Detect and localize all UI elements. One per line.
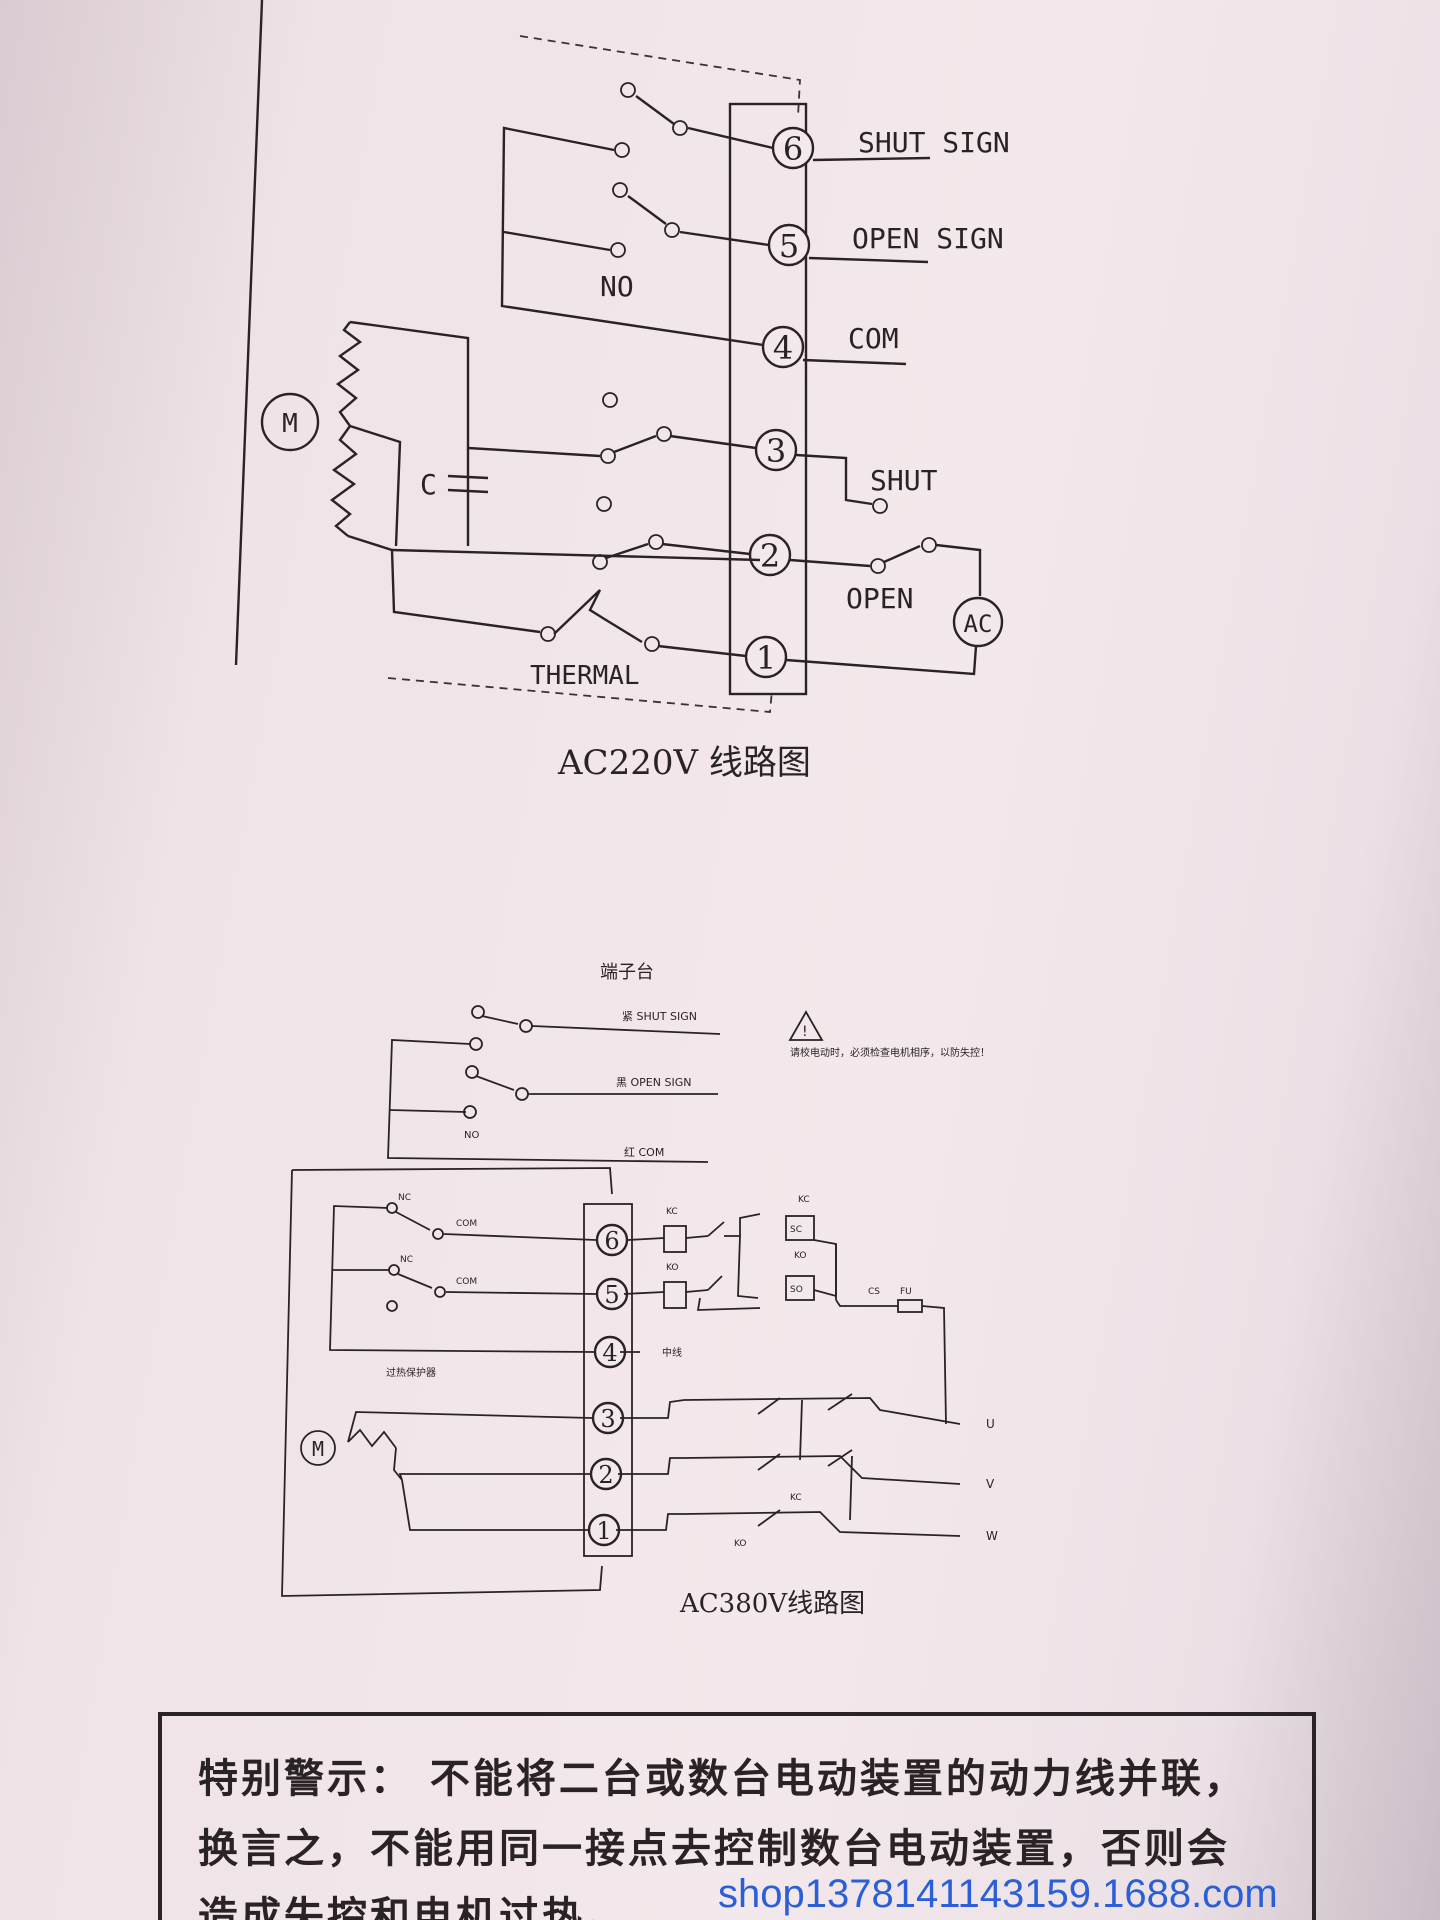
warning-line-3: 造成失控和电机过热。: [198, 1894, 628, 1920]
capacitor: C: [420, 468, 489, 501]
terminal-strip-380: [583, 1203, 633, 1557]
warning-line-2: 换言之，不能用同一接点去控制数台电动装置，否则会: [198, 1826, 1230, 1872]
phase-order-notice: ! 请校电动时，必须检查电机相序，以防失控！: [788, 1010, 990, 1059]
motor-symbol: M: [260, 392, 320, 452]
label-b-open-sign: 黑 OPEN SIGN: [616, 1076, 691, 1089]
svg-text:5: 5: [779, 227, 799, 265]
svg-text:KO: KO: [666, 1263, 679, 1273]
svg-text:3: 3: [600, 1405, 615, 1433]
svg-text:KC: KC: [666, 1207, 678, 1217]
label-b-shut-sign: 紧 SHUT SIGN: [622, 1010, 697, 1023]
svg-text:4: 4: [602, 1339, 617, 1367]
terminal-1: 1: [744, 635, 788, 679]
phase-v: V: [986, 1477, 995, 1491]
svg-text:请校电动时，必须检查电机相序，以防失控！: 请校电动时，必须检查电机相序，以防失控！: [790, 1046, 990, 1059]
svg-text:KC: KC: [790, 1493, 802, 1503]
terminal-5: 5: [767, 223, 811, 267]
svg-text:KO: KO: [734, 1539, 747, 1549]
label-no: NO: [600, 270, 634, 303]
svg-text:SC: SC: [790, 1225, 802, 1235]
terminal-3: 3: [754, 428, 798, 472]
svg-text:M: M: [312, 1437, 324, 1461]
b-terminal-5: 5: [595, 1277, 629, 1311]
label-shut: SHUT: [870, 464, 938, 497]
svg-text:NC: NC: [398, 1193, 411, 1203]
svg-text:2: 2: [760, 537, 780, 575]
b-terminal-6: 6: [595, 1223, 629, 1257]
b-terminal-4: 4: [593, 1335, 627, 1369]
svg-text:2: 2: [598, 1461, 613, 1489]
svg-text:COM: COM: [456, 1277, 477, 1287]
label-overheat: 过热保护器: [386, 1366, 436, 1379]
watermark-url: shop1378141143159.1688.com: [718, 1872, 1278, 1916]
svg-text:6: 6: [604, 1227, 619, 1255]
label-shut-sign: SHUT SIGN: [858, 126, 1010, 159]
terminal-6: 6: [771, 126, 815, 170]
svg-text:1: 1: [756, 639, 776, 677]
svg-text:NC: NC: [400, 1255, 413, 1265]
svg-text:!: !: [802, 1024, 808, 1040]
svg-text:AC: AC: [964, 610, 993, 638]
caption-ac380v: AC380V线路图: [679, 1589, 865, 1619]
phase-w: W: [986, 1529, 998, 1543]
svg-text:M: M: [282, 409, 298, 439]
b-terminal-3: 3: [591, 1401, 625, 1435]
phase-u: U: [986, 1417, 995, 1431]
label-com: COM: [848, 322, 899, 355]
label-open-sign: OPEN SIGN: [852, 222, 1004, 255]
special-warning-box: 特别警示： 不能将二台或数台电动装置的动力线并联， 换言之，不能用同一接点去控制…: [158, 1712, 1316, 1920]
warning-line-1: 特别警示： 不能将二台或数台电动装置的动力线并联，: [198, 1756, 1247, 1802]
b-motor-symbol: M: [300, 1430, 336, 1466]
label-b-no: NO: [464, 1130, 479, 1141]
label-neutral: 中线: [662, 1346, 682, 1359]
terminal-strip: [728, 102, 808, 696]
svg-text:C: C: [420, 468, 437, 501]
terminal-4: 4: [761, 325, 805, 369]
label-open: OPEN: [846, 582, 913, 615]
caption-ac220v: AC220V 线路图: [557, 743, 811, 783]
label-b-com: 红 COM: [624, 1146, 664, 1159]
svg-text:COM: COM: [456, 1219, 477, 1229]
ac-source: AC: [952, 596, 1004, 648]
svg-text:SO: SO: [790, 1285, 803, 1295]
svg-text:3: 3: [766, 432, 786, 470]
b-terminal-1: 1: [587, 1513, 621, 1547]
svg-text:KC: KC: [798, 1195, 810, 1205]
svg-text:4: 4: [773, 329, 793, 367]
ac220v-diagram: 6 5 4 3 2 1 SHUT SIGN OPEN SIGN COM SHUT…: [234, 0, 1010, 783]
svg-text:KO: KO: [794, 1251, 807, 1261]
svg-text:CS: CS: [868, 1287, 880, 1297]
svg-text:FU: FU: [900, 1287, 912, 1297]
terminal-block-header: 端子台: [600, 962, 654, 983]
svg-text:1: 1: [596, 1517, 611, 1545]
ac380v-diagram: 端子台 紧 SHUT SIGN 黑 OPEN SIGN NO 红 COM ! 请…: [281, 962, 998, 1619]
svg-text:5: 5: [604, 1281, 619, 1309]
terminal-2: 2: [748, 533, 792, 577]
label-thermal: THERMAL: [530, 661, 640, 691]
b-terminal-2: 2: [589, 1457, 623, 1491]
svg-text:6: 6: [783, 130, 803, 168]
